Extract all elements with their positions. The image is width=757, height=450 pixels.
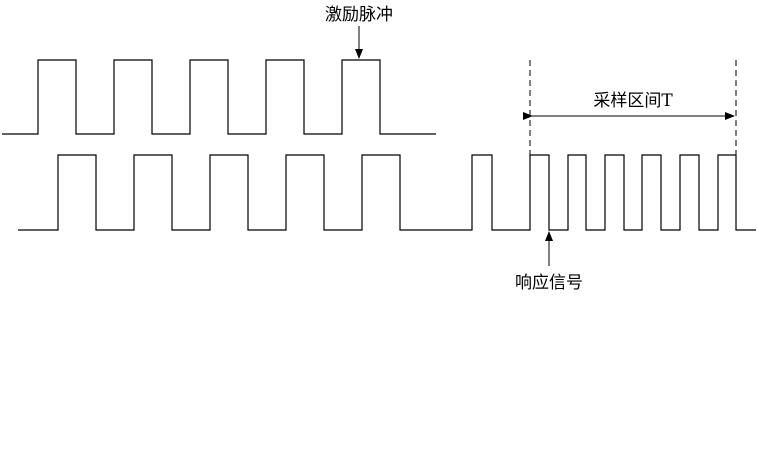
excitation-waveform [2, 59, 436, 135]
response-label: 响应信号 [515, 273, 583, 293]
response-waveform [18, 154, 756, 231]
sampling-interval-label: 采样区间T [593, 91, 673, 111]
excitation-label: 激励脉冲 [325, 5, 393, 25]
